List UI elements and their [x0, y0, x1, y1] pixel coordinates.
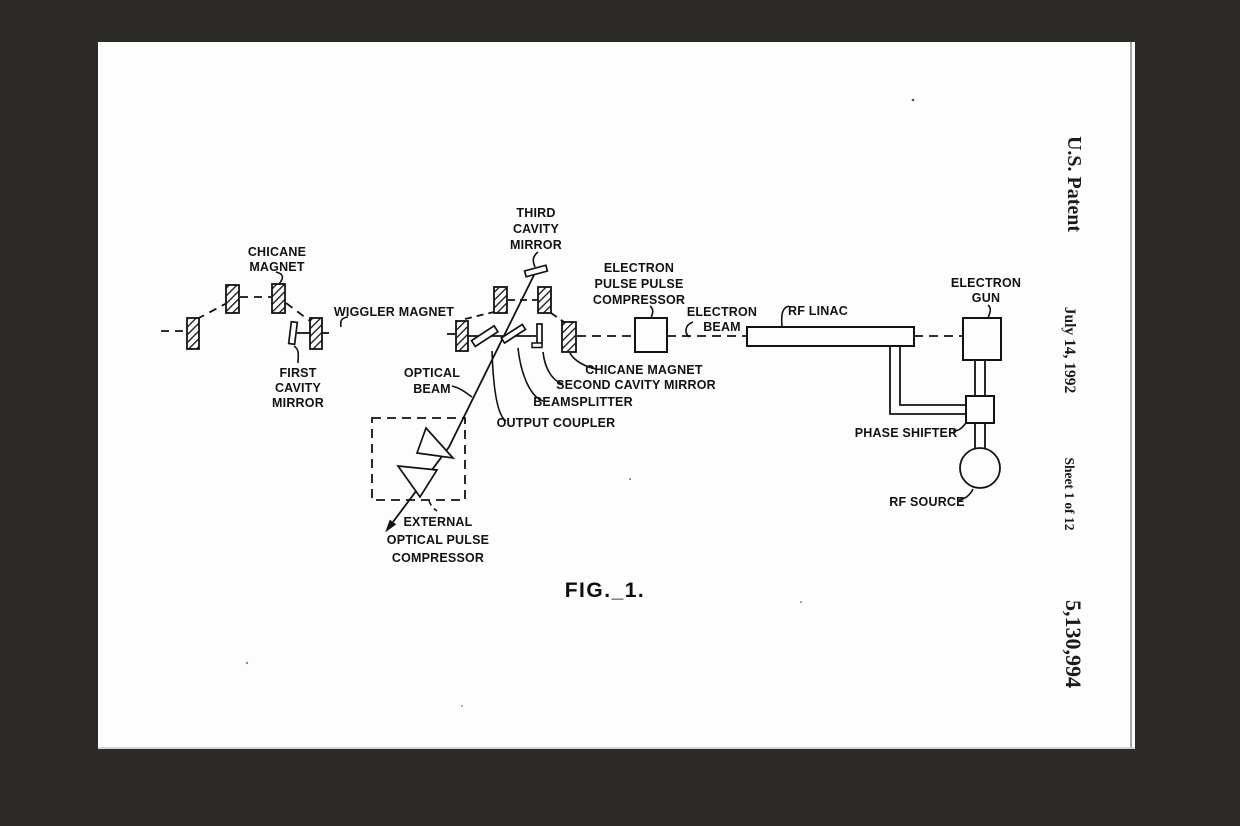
rf-source-label: RF SOURCE: [889, 495, 964, 509]
prism-element: [396, 464, 439, 499]
label-line: CAVITY: [513, 222, 560, 236]
label-line: OPTICAL PULSE: [387, 533, 489, 547]
waveguide-linac-to-phase-shifter: [899, 346, 966, 406]
figure-caption: FIG._1.: [565, 579, 646, 602]
label-line: FIRST: [279, 366, 316, 380]
chicane-magnet-block: [186, 317, 200, 350]
prism-element: [415, 426, 456, 460]
output-coupler-label: OUTPUT COUPLER: [497, 416, 616, 430]
phase-shifter-box: [965, 395, 995, 424]
chicane-magnet-block: [537, 286, 552, 314]
sheet-number: Sheet 1 of 12: [1062, 457, 1077, 530]
label-line: PULSE PULSE: [594, 277, 683, 291]
patent-office-title: U.S. Patent: [1063, 136, 1085, 232]
wiggler-magnet-label: WIGGLER MAGNET: [334, 305, 454, 319]
scan-speck: [461, 705, 463, 707]
chicane-magnet-block: [493, 286, 508, 314]
chicane-magnet-block: [561, 321, 577, 353]
rf-linac-label: RF LINAC: [788, 304, 848, 318]
beamsplitter-leader: [517, 347, 544, 402]
output-coupler-leader: [491, 350, 507, 422]
chicane-magnet-block: [271, 283, 286, 314]
label-line: EXTERNAL: [404, 515, 473, 529]
second-cavity-mirror-label: SECOND CAVITY MIRROR: [556, 378, 716, 392]
third-cavity-mirror-leader: [532, 251, 539, 268]
chicane-magnet-block: [455, 320, 469, 352]
rf-source-circle: [959, 447, 1001, 489]
electron-gun-leader: [987, 304, 992, 319]
chicane-magnet-block: [225, 284, 240, 314]
scan-speck: [245, 661, 249, 665]
scan-speck: [800, 601, 802, 603]
scan-speck: [629, 478, 631, 480]
chicane-magnet-left-leader: [275, 271, 284, 285]
external-compressor-dashed-box: [371, 417, 466, 501]
electron-beam-leader: [685, 321, 694, 338]
external-optical-pulse-compressor-label: EXTERNAL OPTICAL PULSE COMPRESSOR: [387, 515, 489, 565]
beamsplitter-label: BEAMSPLITTER: [533, 395, 633, 409]
phase-shifter-label: PHASE SHIFTER: [855, 426, 958, 440]
label-line: MIRROR: [272, 396, 324, 410]
chicane-magnet-block: [309, 317, 323, 350]
second-cavity-mirror-base: [531, 342, 543, 349]
waveguide-linac-to-phase-shifter: [889, 346, 966, 415]
label-line: COMPRESSOR: [593, 293, 685, 307]
electron-beam-dash-diagonal: [285, 302, 311, 322]
electron-beam-dash-diagonal: [196, 302, 228, 320]
patent-number: 5,130,994: [1061, 600, 1086, 688]
electron-beam-label: ELECTRON BEAM: [687, 305, 757, 334]
wiggler-magnet-leader: [339, 316, 349, 328]
paper-sheet: [98, 42, 1135, 749]
patent-date: July 14, 1992: [1061, 307, 1078, 394]
label-line: CHICANE: [248, 245, 306, 259]
label-line: OPTICAL: [404, 366, 460, 380]
third-cavity-mirror-label: THIRD CAVITY MIRROR: [510, 206, 562, 252]
chicane-magnet-right-label: CHICANE MAGNET: [585, 363, 703, 377]
rf-source-leader: [958, 488, 974, 501]
label-line: MIRROR: [510, 238, 562, 252]
rf-linac-leader: [780, 305, 790, 328]
label-line: BEAM: [703, 320, 741, 334]
optical-beam-leader: [451, 385, 473, 398]
label-line: COMPRESSOR: [392, 551, 484, 565]
electron-gun-box: [962, 317, 1002, 361]
second-cavity-mirror-leader: [542, 351, 564, 385]
electron-pulse-compressor-leader: [649, 305, 654, 319]
second-cavity-mirror-element: [536, 323, 543, 345]
chicane-magnet-right-leader: [569, 352, 597, 370]
label-line: CAVITY: [275, 381, 322, 395]
label-line: ELECTRON: [951, 276, 1021, 290]
label-line: THIRD: [516, 206, 555, 220]
electron-pulse-compressor-box: [634, 317, 668, 353]
beamsplitter-element: [500, 323, 527, 345]
electron-gun-label: ELECTRON GUN: [951, 276, 1021, 305]
electron-pulse-compressor-label: ELECTRON PULSE PULSE COMPRESSOR: [593, 261, 685, 307]
output-coupler-element: [470, 324, 500, 348]
label-line: MAGNET: [249, 260, 305, 274]
label-line: BEAM: [413, 382, 451, 396]
first-cavity-mirror-leader: [293, 345, 300, 364]
label-line: ELECTRON: [604, 261, 674, 275]
electron-beam-dash-diagonal: [464, 311, 495, 320]
phase-shifter-leader: [952, 422, 967, 432]
label-line: ELECTRON: [687, 305, 757, 319]
optical-beam-line: [386, 272, 536, 531]
electron-beam-dash-diagonal: [550, 312, 565, 323]
label-line: GUN: [972, 291, 1000, 305]
scan-speck: [911, 98, 915, 102]
optical-beam-label: OPTICAL BEAM: [404, 366, 460, 396]
optical-beam-arrowhead: [385, 519, 397, 533]
third-cavity-mirror-element: [523, 264, 549, 278]
chicane-magnet-left-label: CHICANE MAGNET: [248, 245, 306, 274]
rf-linac-box: [746, 326, 915, 347]
external-compressor-leader: [428, 500, 438, 512]
first-cavity-mirror-label: FIRST CAVITY MIRROR: [272, 366, 324, 410]
first-cavity-mirror-element: [287, 320, 299, 346]
